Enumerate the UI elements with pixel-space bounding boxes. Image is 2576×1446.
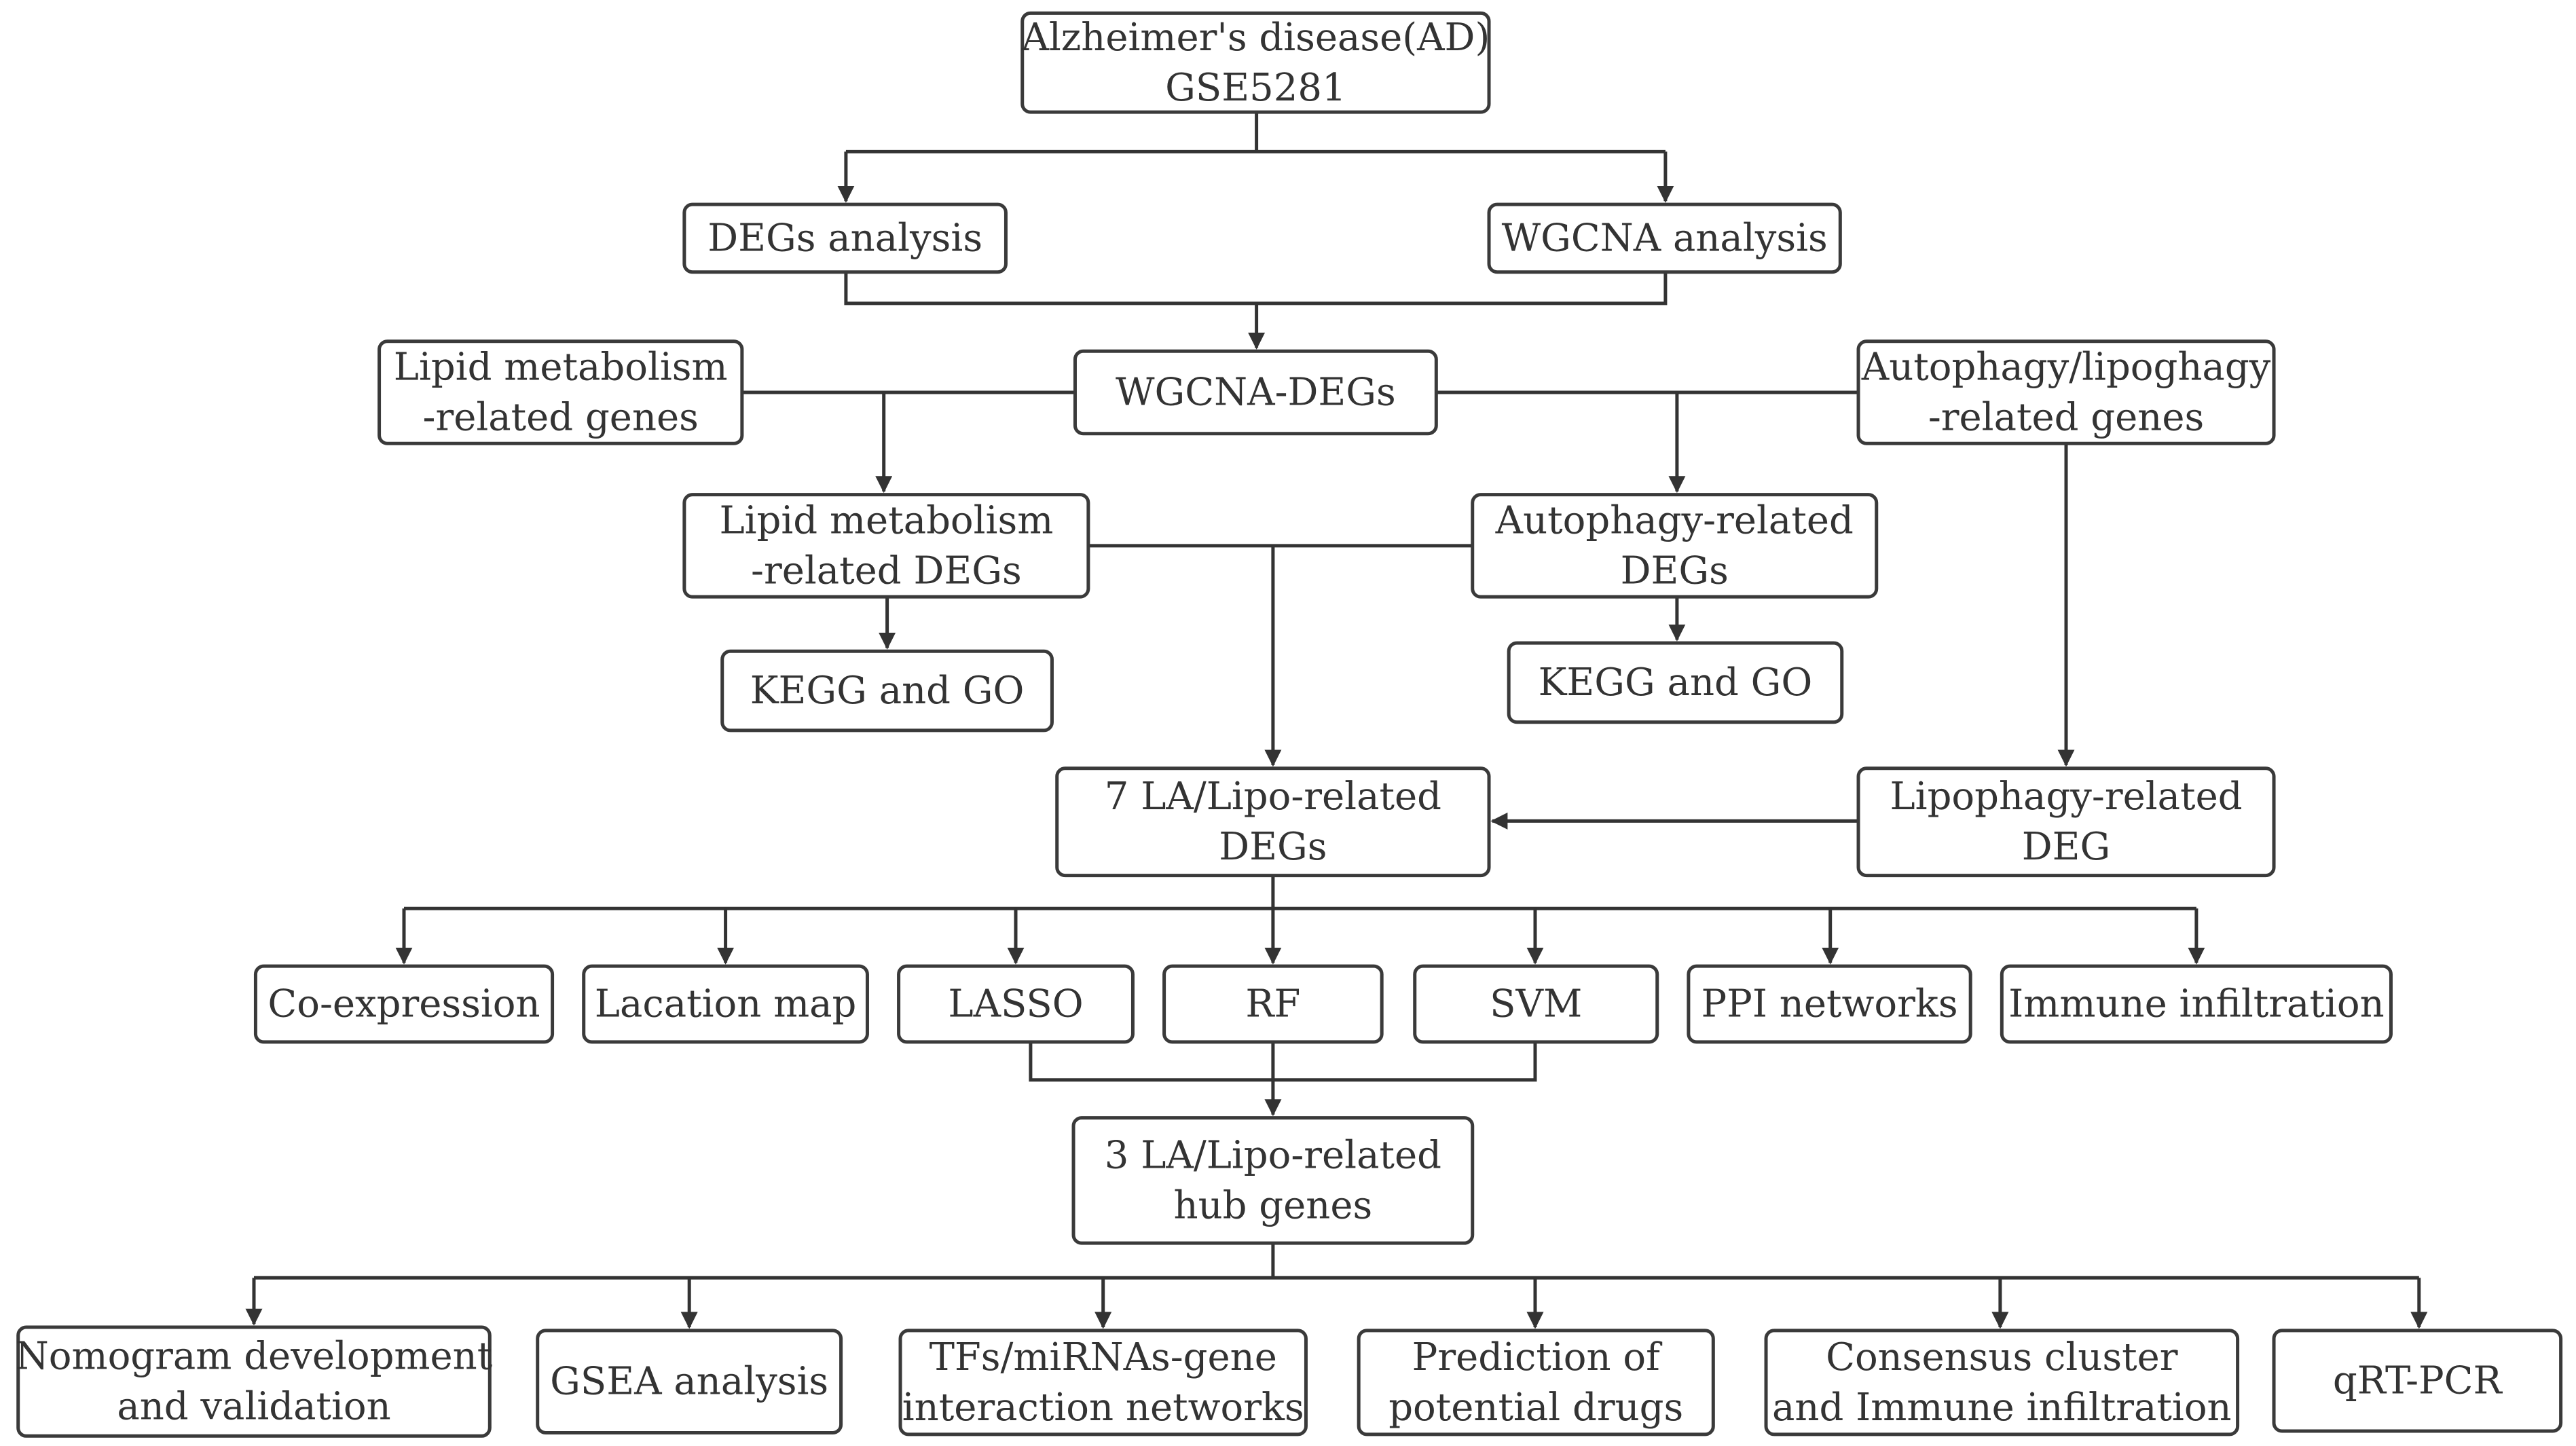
node-kegg-right: KEGG and GO xyxy=(1507,641,1844,724)
node-label-line: potential drugs xyxy=(1388,1386,1683,1430)
node-tfs: TFs/miRNAs-gene interaction networks xyxy=(898,1329,1308,1436)
node-label-line: Consensus cluster xyxy=(1826,1335,2178,1379)
node-label-line: GSE5281 xyxy=(1165,66,1346,110)
node-label-line: Lipid metabolism xyxy=(719,498,1053,542)
node-label-line: DEGs analysis xyxy=(707,216,982,260)
node-label-line: interaction networks xyxy=(902,1386,1304,1430)
node-qrtpcr: qRT-PCR xyxy=(2272,1329,2563,1433)
node-rf: RF xyxy=(1162,964,1384,1044)
node-label-line: DEGs xyxy=(1219,825,1327,869)
node-ad: Alzheimer's disease(AD) GSE5281 xyxy=(1020,11,1491,114)
node-box xyxy=(16,1325,492,1438)
node-coexp: Co-expression xyxy=(253,964,555,1044)
node-nomogram: Nomogram development and validation xyxy=(16,1325,493,1438)
node-box xyxy=(378,339,744,445)
node-box xyxy=(1162,964,1384,1044)
connector-lines xyxy=(245,112,2428,1329)
node-label-line: Co-expression xyxy=(268,982,540,1026)
node-label-line: -related genes xyxy=(1928,396,2204,440)
node-label-line: and Immune infiltration xyxy=(1772,1386,2232,1430)
node-autoph-genes: Autophagy/lipoghagy -related genes xyxy=(1856,339,2276,445)
node-degs: DEGs analysis xyxy=(682,202,1008,274)
node-box xyxy=(1073,349,1438,436)
connector-line xyxy=(1029,1041,1537,1082)
node-box xyxy=(1507,641,1844,724)
node-label-line: RF xyxy=(1245,982,1300,1026)
node-box xyxy=(1413,964,1659,1044)
node-label-line: DEG xyxy=(2022,825,2111,869)
node-label-line: KEGG and GO xyxy=(750,669,1025,713)
node-box xyxy=(253,964,555,1044)
node-kegg-left: KEGG and GO xyxy=(720,649,1054,733)
node-box xyxy=(1471,493,1879,599)
node-label-line: Lipophagy-related xyxy=(1890,775,2242,819)
node-label-line: Lipid metabolism xyxy=(394,346,728,390)
node-box xyxy=(1687,964,1972,1044)
node-label-line: DEGs xyxy=(1621,549,1729,593)
node-box xyxy=(1856,766,2276,878)
node-label-line: hub genes xyxy=(1174,1183,1373,1227)
node-label-line: -related genes xyxy=(423,396,699,440)
node-drugs: Prediction of potential drugs xyxy=(1357,1329,1715,1436)
node-box xyxy=(682,202,1008,274)
node-label-line: KEGG and GO xyxy=(1539,661,1813,705)
node-label-line: 3 LA/Lipo-related xyxy=(1105,1133,1441,1177)
node-location: Lacation map xyxy=(582,964,869,1044)
node-box xyxy=(898,1329,1308,1436)
node-label-line: Nomogram development xyxy=(16,1335,493,1379)
node-ppi: PPI networks xyxy=(1687,964,1972,1044)
node-label-line: Alzheimer's disease(AD) xyxy=(1020,16,1490,60)
node-label-line: Immune infiltration xyxy=(2008,982,2385,1026)
node-box xyxy=(1764,1329,2240,1436)
node-gsea: GSEA analysis xyxy=(536,1329,843,1434)
node-box xyxy=(1055,766,1491,878)
node-box xyxy=(720,649,1054,733)
node-label-line: WGCNA analysis xyxy=(1502,216,1828,260)
connector-line xyxy=(844,272,1668,305)
node-label-line: Autophagy/lipoghagy xyxy=(1861,346,2271,390)
node-label-line: GSEA analysis xyxy=(550,1360,828,1404)
node-box xyxy=(897,964,1135,1044)
node-box xyxy=(1487,202,1842,274)
node-label-line: LASSO xyxy=(948,982,1083,1026)
node-box xyxy=(2000,964,2393,1044)
node-box xyxy=(536,1329,843,1434)
node-label-line: -related DEGs xyxy=(751,549,1022,593)
node-box xyxy=(1020,11,1491,114)
node-consensus: Consensus cluster and Immune infiltration xyxy=(1764,1329,2240,1436)
node-box xyxy=(2272,1329,2563,1433)
node-label-line: PPI networks xyxy=(1701,982,1957,1026)
node-three: 3 LA/Lipo-related hub genes xyxy=(1071,1116,1475,1245)
node-label-line: 7 LA/Lipo-related xyxy=(1105,775,1441,819)
node-wgcna: WGCNA analysis xyxy=(1487,202,1842,274)
node-svm: SVM xyxy=(1413,964,1659,1044)
node-lipid-genes: Lipid metabolism -related genes xyxy=(378,339,744,445)
node-label-line: SVM xyxy=(1490,982,1582,1026)
node-label-line: WGCNA-DEGs xyxy=(1116,371,1396,415)
node-box xyxy=(582,964,869,1044)
node-lipid-degs: Lipid metabolism -related DEGs xyxy=(682,493,1090,599)
node-label-line: TFs/miRNAs-gene xyxy=(930,1335,1277,1379)
node-lasso: LASSO xyxy=(897,964,1135,1044)
node-label-line: Prediction of xyxy=(1412,1335,1663,1379)
node-box xyxy=(682,493,1090,599)
node-box xyxy=(1856,339,2276,445)
node-box xyxy=(1357,1329,1715,1436)
node-label-line: and validation xyxy=(117,1385,390,1429)
node-label-line: Lacation map xyxy=(595,982,857,1026)
node-label-line: qRT-PCR xyxy=(2333,1358,2503,1403)
node-immune: Immune infiltration xyxy=(2000,964,2393,1044)
node-label-line: Autophagy-related xyxy=(1495,498,1854,542)
node-box xyxy=(1071,1116,1475,1245)
node-wgcna-degs: WGCNA-DEGs xyxy=(1073,349,1438,436)
